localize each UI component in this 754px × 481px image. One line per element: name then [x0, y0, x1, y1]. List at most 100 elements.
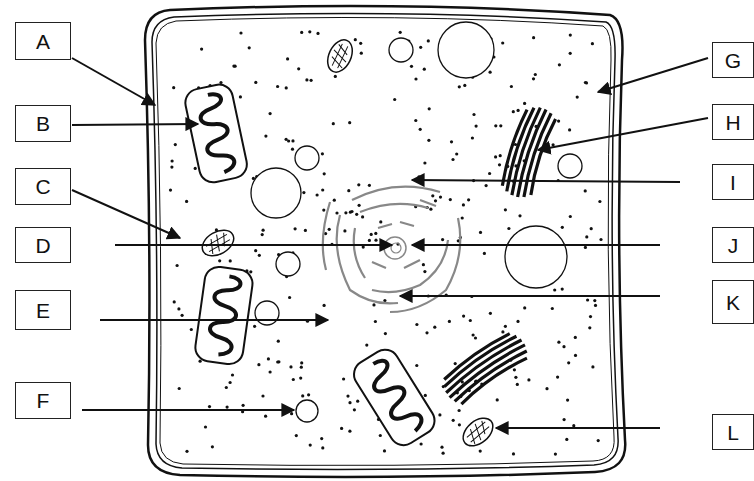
ribosome-dot	[585, 235, 588, 238]
ribosome-dot	[410, 65, 413, 68]
ribosome-dot	[231, 373, 234, 376]
ribosome-dot	[286, 57, 289, 60]
ribosome-dot	[586, 298, 589, 301]
ribosome-dot	[261, 233, 264, 236]
ribosome-dot	[440, 446, 443, 449]
ribosome-dot	[176, 264, 179, 267]
ribosome-dot	[288, 296, 291, 299]
ribosome-dot	[513, 368, 516, 371]
ribosome-dot	[368, 239, 371, 242]
ribosome-dot	[523, 306, 526, 309]
ribosome-dot	[344, 211, 347, 214]
ribosome-dot	[301, 394, 304, 397]
ribosome-dot	[242, 404, 245, 407]
ribosome-dot	[462, 203, 465, 206]
ribosome-dot	[554, 453, 557, 456]
label-box: A	[15, 22, 71, 60]
label-box: C	[15, 168, 71, 205]
ribosome-dot	[383, 449, 386, 452]
ribosome-dot	[218, 259, 221, 262]
ribosome-dot	[253, 325, 256, 328]
vacuoles	[251, 22, 582, 422]
ribosome-dot	[292, 378, 295, 381]
ribosome-dot	[276, 85, 279, 88]
ribosome-dot	[226, 406, 229, 409]
ribosome-dot	[169, 189, 172, 192]
ribosome-dot	[565, 438, 568, 441]
ribosome-dot	[452, 419, 455, 422]
ribosome-dot	[458, 423, 461, 426]
ribosome-dot	[590, 227, 593, 230]
ribosome-dot	[532, 77, 535, 80]
ribosome-dot	[591, 42, 594, 45]
ribosome-dot	[374, 320, 377, 323]
ribosome-dot	[458, 85, 461, 88]
ribosome-dot	[199, 360, 202, 363]
label-box: L	[712, 414, 754, 450]
ribosome-dot	[177, 307, 180, 310]
ribosome-dot	[323, 304, 326, 307]
cell-wall	[145, 6, 625, 477]
ribosome-dot	[321, 188, 324, 191]
ribosome-dot	[507, 227, 510, 230]
ribosome-dot	[262, 229, 265, 232]
callout-letter: G	[725, 50, 741, 71]
ribosome-dot	[516, 383, 519, 386]
ribosome-dot	[239, 31, 242, 34]
ribosome-dot	[254, 249, 257, 252]
ribosome-dot	[469, 319, 472, 322]
ribosome-dot	[374, 239, 377, 242]
ribosome-dot	[357, 183, 360, 186]
label-box: F	[15, 382, 71, 419]
ribosome-dot	[304, 229, 307, 232]
ribosome-dot	[557, 120, 560, 123]
ribosome-dot	[322, 209, 325, 212]
ribosome-dot	[463, 84, 466, 87]
ribosome-dot	[297, 67, 300, 70]
ribosome-dot	[384, 332, 387, 335]
ribosome-dot	[359, 42, 362, 45]
label-box: J	[712, 227, 754, 263]
ribosome-dot	[475, 125, 478, 128]
ribosome-dot	[343, 229, 346, 232]
ribosome-dot	[599, 238, 602, 241]
ribosome-dot	[289, 365, 292, 368]
ribosome-dot	[498, 163, 501, 166]
ribosome-dot	[285, 86, 288, 89]
ribosome-dot	[566, 399, 569, 402]
ribosome-dot	[594, 304, 597, 307]
ribosome-dot	[584, 189, 587, 192]
ribosome-dot	[552, 143, 555, 146]
label-box: E	[15, 290, 71, 330]
ribosome-dot	[248, 46, 251, 49]
ribosome-dot	[567, 361, 570, 364]
ribosome-dot	[424, 394, 427, 397]
ribosome-dot	[545, 387, 548, 390]
ribosome-dot	[512, 110, 515, 113]
ribosome-dot	[501, 330, 504, 333]
ribosome-dot	[277, 340, 280, 343]
ribosome-dot	[431, 194, 434, 197]
ribosome-dot	[584, 81, 587, 84]
ribosome-dot	[185, 450, 188, 453]
ribosome-dot	[190, 328, 193, 331]
callout-letter: C	[35, 176, 50, 197]
ribosome-dot	[321, 446, 324, 449]
ribosome-dot	[494, 155, 497, 158]
ribosome-dot	[328, 228, 331, 231]
ribosome-dot	[383, 299, 386, 302]
ribosome-dot	[439, 196, 442, 199]
ribosome-dot	[572, 424, 575, 427]
ribosome-dot	[419, 128, 422, 131]
ribosome-dot	[355, 213, 358, 216]
ribosome-dot	[264, 135, 267, 138]
ribosome-dot	[333, 199, 336, 202]
ribosome-dot	[561, 288, 564, 291]
ribosome-dot	[517, 109, 520, 112]
ribosome-dot	[489, 71, 492, 74]
ribosome-dot	[194, 167, 197, 170]
ribosome-dot	[576, 96, 579, 99]
ribosome-dot	[200, 48, 203, 51]
ribosome-dot	[258, 254, 261, 257]
callout-letter: K	[726, 292, 740, 313]
